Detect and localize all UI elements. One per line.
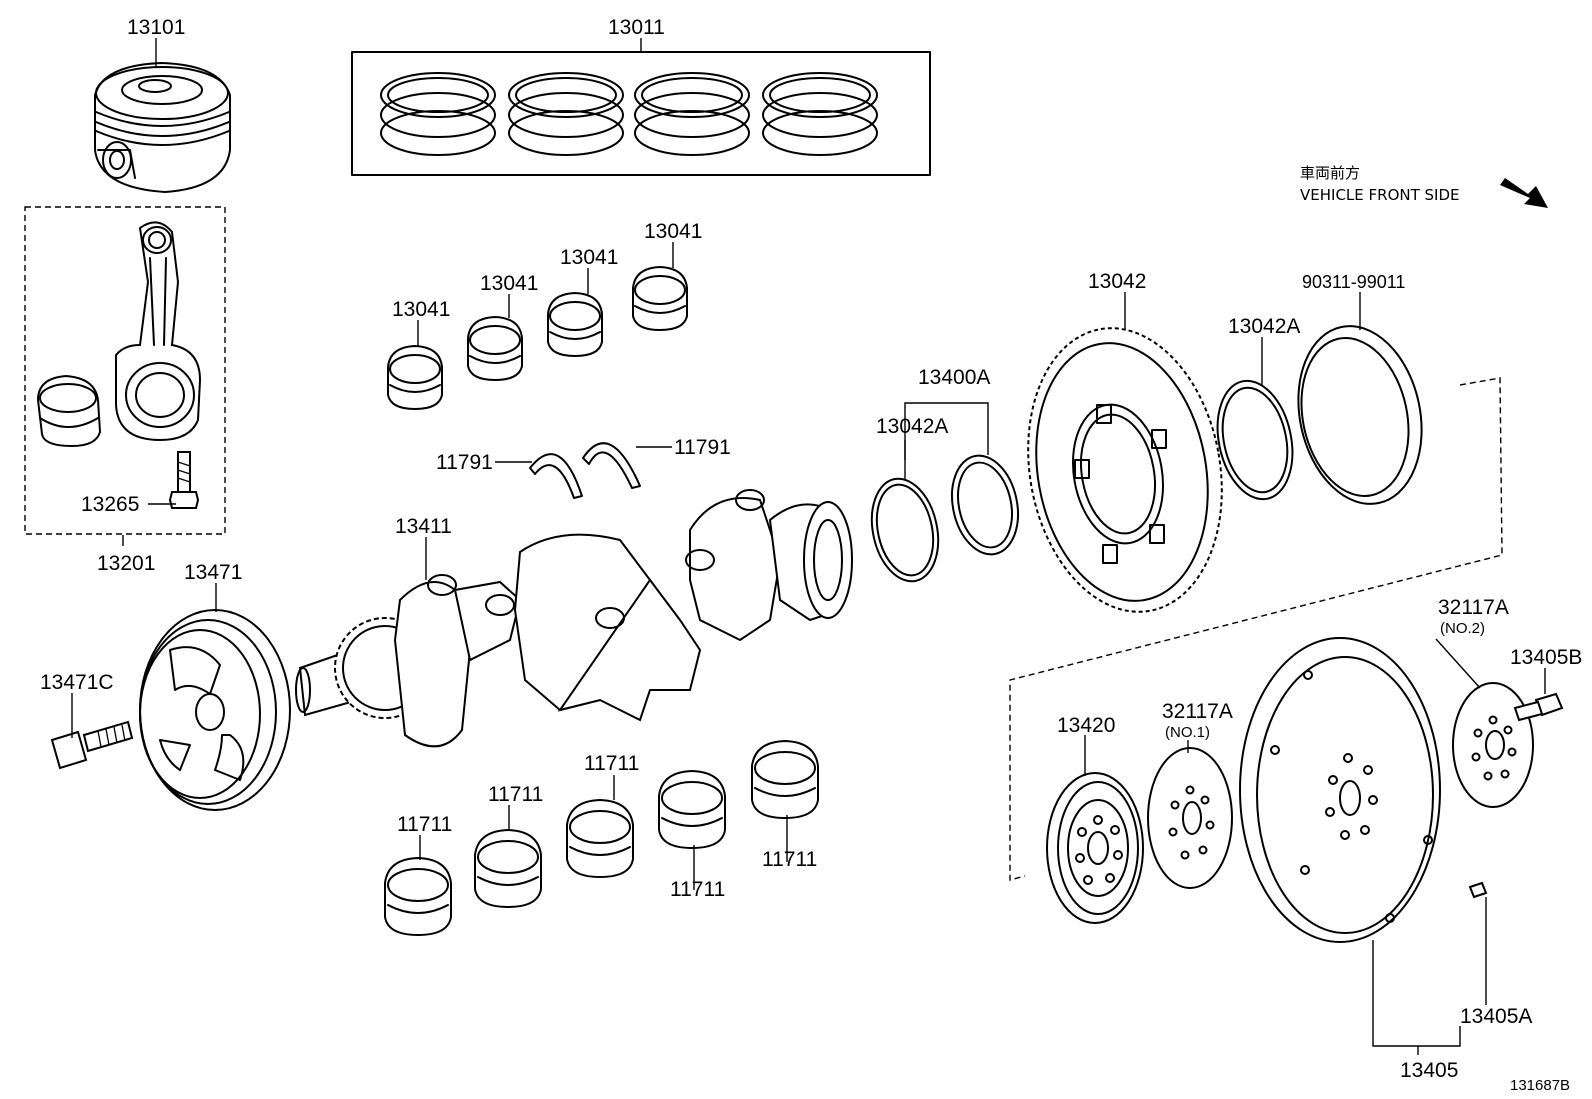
conrod-bearings (387, 265, 688, 411)
pulley-bolt (50, 720, 134, 770)
label-conrod-bolt: 13265 (81, 493, 139, 516)
part-labels: 13101 13011 13265 13201 13041 13041 1304… (40, 16, 1582, 1094)
crank-pulley (139, 609, 291, 811)
snap-ring-b (1216, 379, 1294, 501)
label-flywheel-bolt: 13405B (1510, 646, 1582, 669)
label-thrust-washer-left: 11791 (436, 451, 493, 474)
label-oil-seal: 90311-99011 (1302, 272, 1405, 292)
ring-gear-spacer (951, 454, 1019, 556)
label-conrod-bearing-4: 13041 (644, 220, 702, 243)
label-ring-set: 13011 (608, 16, 665, 39)
callout-lines (71, 38, 1546, 1055)
direction-note-en: VEHICLE FRONT SIDE (1300, 186, 1460, 204)
ring-gear (1027, 327, 1223, 613)
thrust-washers (529, 442, 641, 499)
label-piston: 13101 (127, 16, 185, 39)
main-bearings (384, 739, 819, 937)
flywheel-pin (1468, 881, 1488, 899)
label-ring-gear: 13042 (1088, 270, 1146, 293)
piston (94, 61, 231, 194)
spacer-no1 (1147, 747, 1233, 889)
snap-ring-a (870, 477, 940, 583)
label-snap-ring-a: 13042A (876, 415, 948, 438)
label-main-bearing-4: 11711 (670, 878, 725, 901)
label-conrod-bearing-2: 13041 (480, 272, 538, 295)
label-ring-gear-group: 13400A (918, 366, 990, 389)
oil-seal (1297, 325, 1423, 505)
label-spacer-no1-sub: (NO.1) (1165, 724, 1210, 741)
label-conrod-kit: 13201 (97, 552, 155, 575)
flywheel-sub-plate (1239, 637, 1441, 943)
direction-note-jp: 車両前方 (1300, 164, 1360, 182)
spacer-no2 (1452, 682, 1534, 808)
flywheel (1046, 772, 1144, 924)
label-snap-ring-b: 13042A (1228, 315, 1300, 338)
label-main-bearing-3: 11711 (584, 752, 639, 775)
label-conrod-bearing-3: 13041 (560, 246, 618, 269)
label-spacer-no1: 32117A (1162, 700, 1233, 723)
label-main-bearing-5: 11711 (762, 848, 817, 871)
label-flywheel-sub: 13405 (1400, 1059, 1458, 1082)
crankshaft (295, 489, 853, 748)
illustration-id: 131687B (1510, 1077, 1570, 1094)
label-flywheel-pin: 13405A (1460, 1005, 1532, 1028)
group-outline (1009, 377, 1503, 881)
label-thrust-washer-right: 11791 (674, 436, 731, 459)
label-pulley-bolt: 13471C (40, 671, 114, 694)
label-flywheel-assy: 13420 (1057, 714, 1115, 737)
flywheel-bolt (1513, 692, 1564, 722)
direction-arrow-icon (1500, 178, 1548, 208)
label-spacer-no2: 32117A (1438, 596, 1509, 619)
label-main-bearing-1: 11711 (397, 813, 452, 836)
label-main-bearing-2: 11711 (488, 783, 543, 806)
conrod-kit (24, 206, 226, 535)
label-crankshaft: 13411 (395, 515, 452, 538)
piston-ring-set (351, 51, 931, 176)
label-spacer-no2-sub: (NO.2) (1440, 620, 1485, 637)
label-pulley: 13471 (184, 561, 242, 584)
label-conrod-bearing-1: 13041 (392, 298, 450, 321)
